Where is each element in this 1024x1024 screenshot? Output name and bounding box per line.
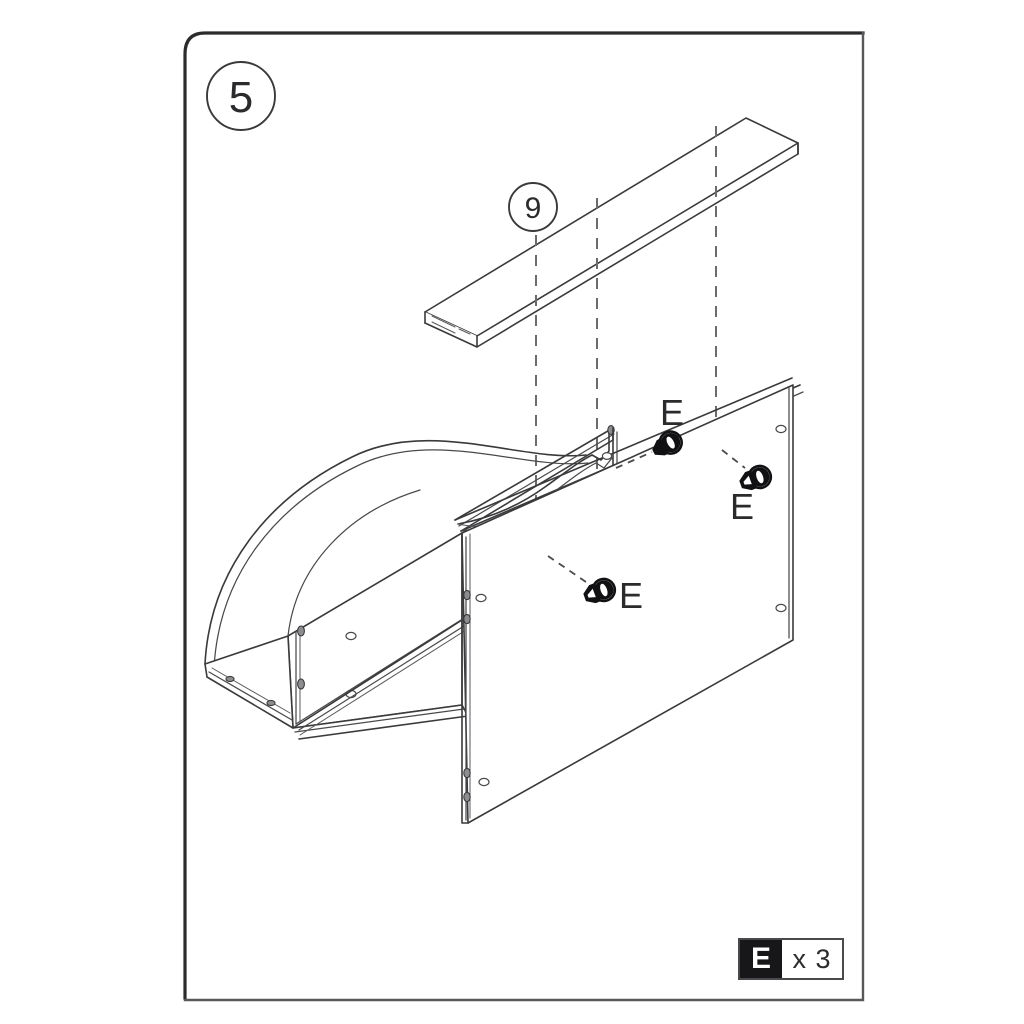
step-number-text: 5 bbox=[229, 73, 253, 122]
fastener-lead-line bbox=[615, 451, 653, 469]
drilled-hole-icon bbox=[601, 452, 613, 461]
part-number-text: 9 bbox=[525, 192, 542, 225]
part-number-badge: 9 bbox=[508, 182, 558, 232]
legend-key-letter: E bbox=[740, 940, 782, 978]
page-frame bbox=[183, 31, 865, 1002]
hardware-label-top: E bbox=[660, 392, 684, 433]
drilled-hole-icon bbox=[475, 593, 487, 603]
drilled-hole-icon bbox=[478, 777, 490, 787]
drilled-hole-icon bbox=[297, 678, 305, 690]
drilled-hole-icon bbox=[266, 699, 276, 707]
hardware-label-lower: E bbox=[619, 575, 643, 616]
drilled-hole-icon bbox=[225, 675, 235, 683]
step-number-circle-icon bbox=[206, 61, 276, 131]
alignment-guides bbox=[535, 126, 717, 532]
right-side-panel bbox=[461, 384, 794, 824]
drilled-hole-icon bbox=[463, 589, 471, 601]
part-long-rail bbox=[424, 117, 799, 348]
drilled-hole-icon bbox=[463, 613, 471, 625]
drilled-hole-icon bbox=[775, 424, 787, 434]
hardware-legend-box: E x 3 bbox=[738, 938, 844, 980]
hardware-label-right: E bbox=[730, 486, 754, 527]
fastener-lead-line bbox=[721, 449, 746, 469]
cam-lock-fastener-icon bbox=[583, 577, 617, 604]
legend-quantity: x 3 bbox=[792, 943, 832, 974]
drilled-hole-icon bbox=[463, 767, 471, 779]
drilled-hole-icon bbox=[775, 603, 787, 613]
part-number-circle-icon bbox=[508, 182, 558, 232]
drilled-hole-icon bbox=[297, 625, 305, 637]
drilled-hole-icon bbox=[463, 791, 471, 803]
cam-lock-fastener-icon bbox=[739, 464, 773, 491]
drilled-hole-icon bbox=[345, 631, 357, 641]
cam-lock-fastener-icon bbox=[652, 430, 683, 456]
step-number-badge: 5 bbox=[206, 61, 276, 131]
